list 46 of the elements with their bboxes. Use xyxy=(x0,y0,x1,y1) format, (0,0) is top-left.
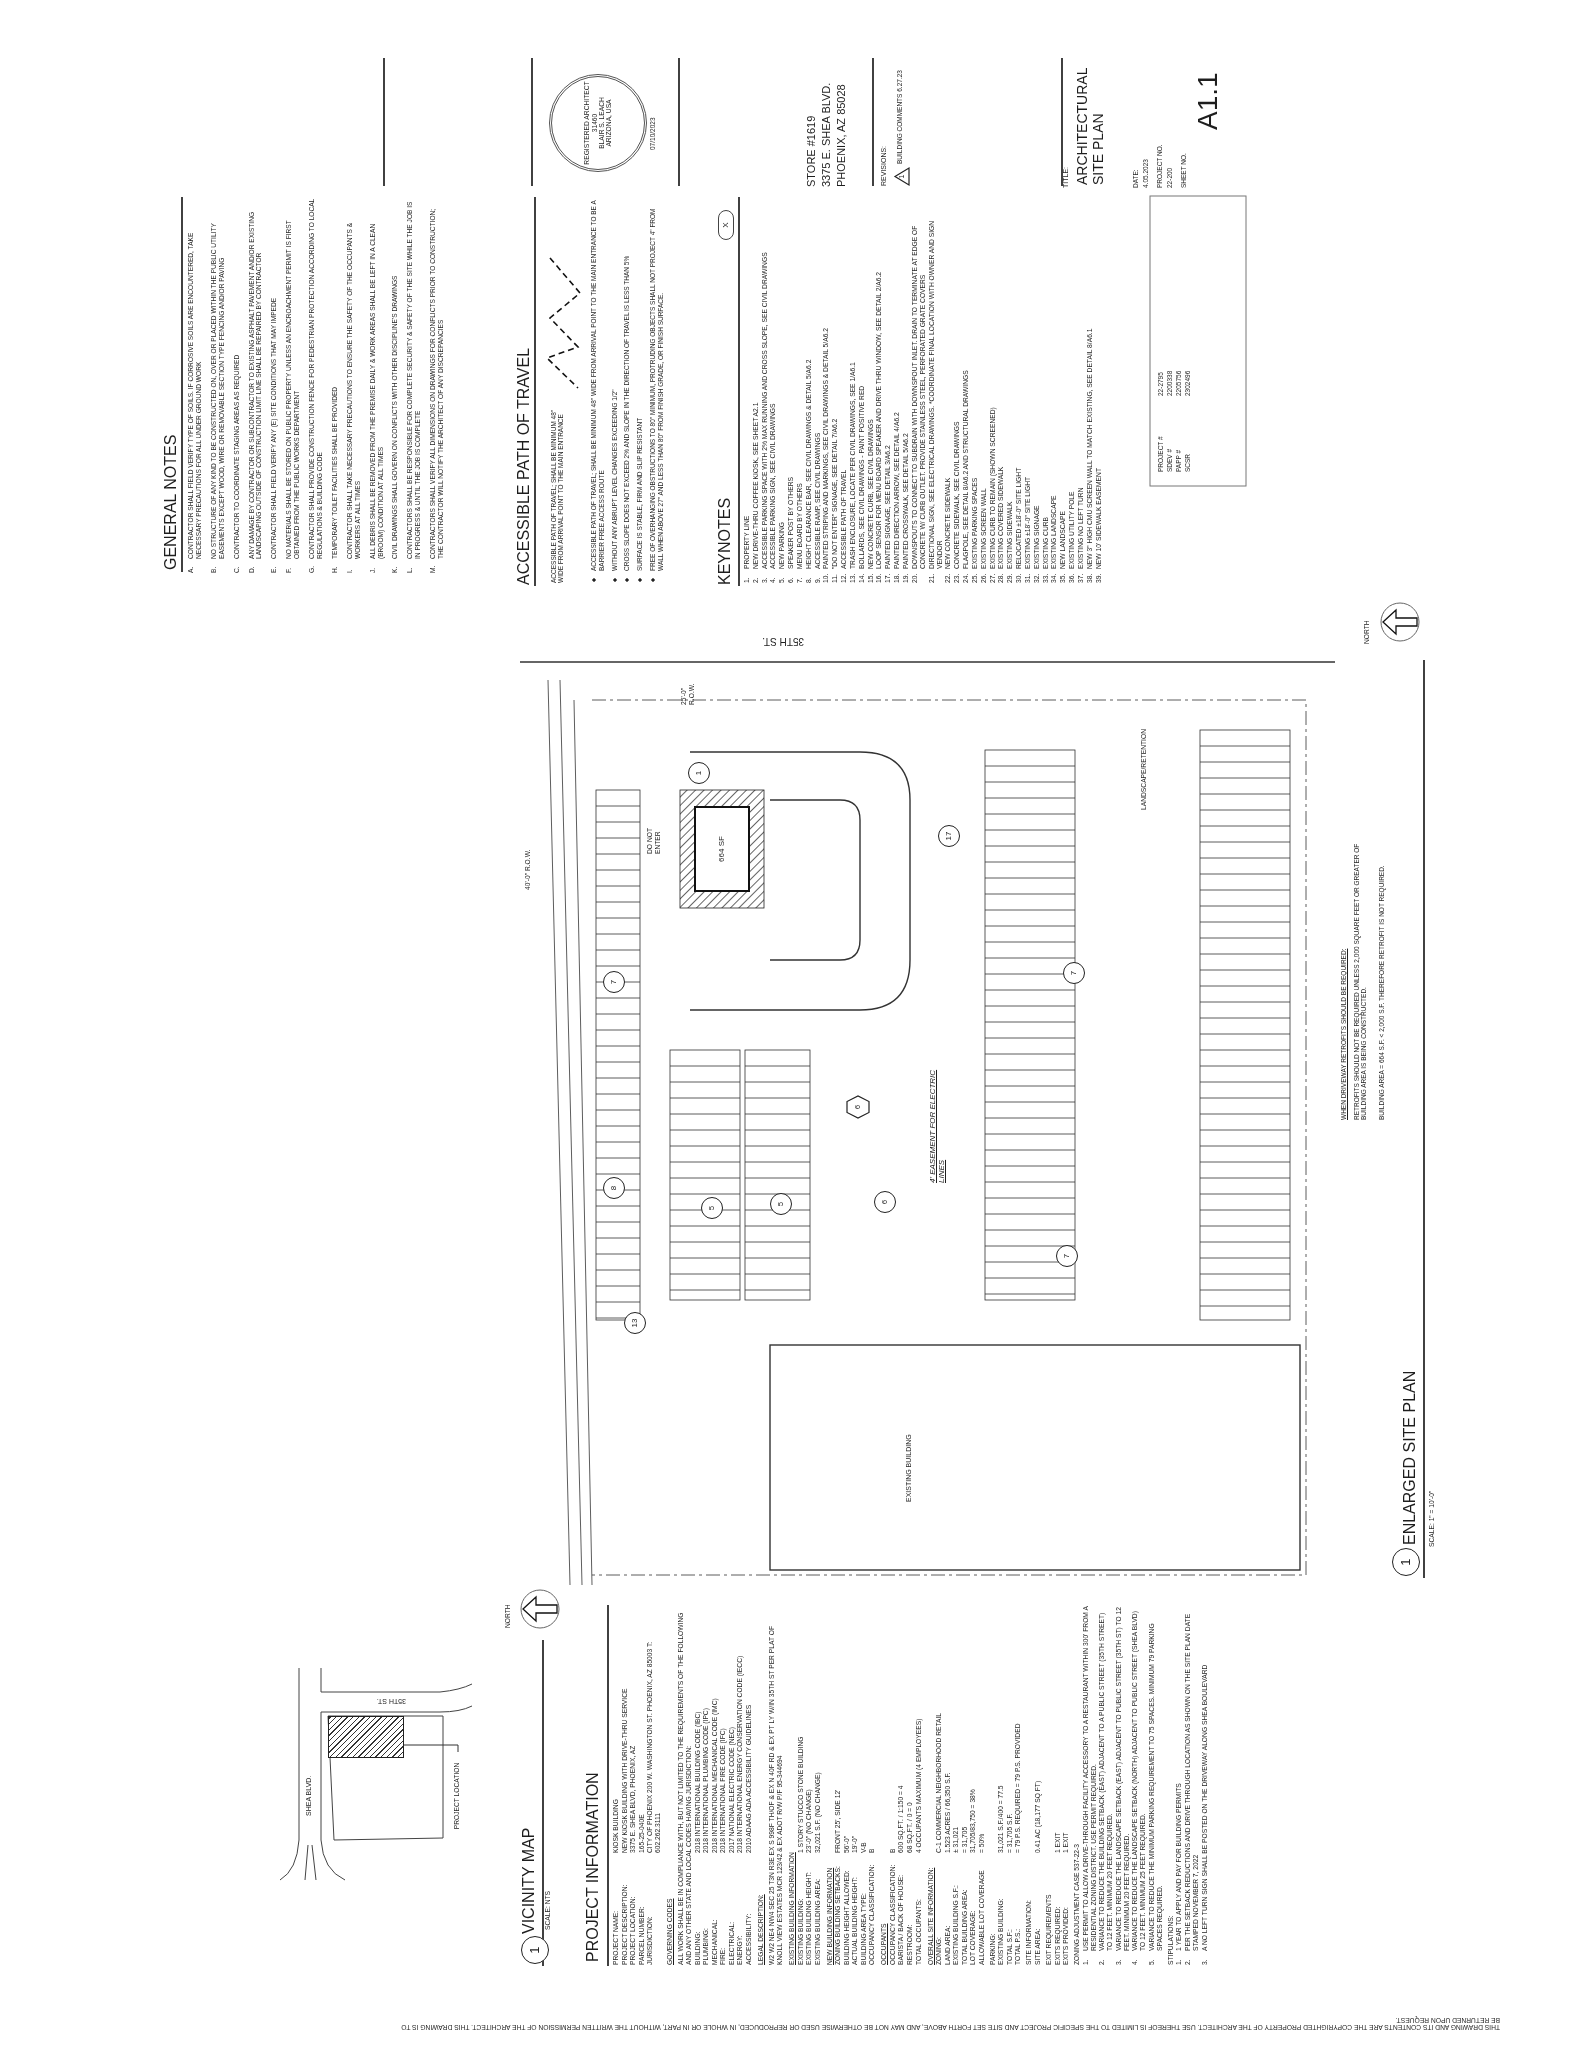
callout-number: 8 xyxy=(609,1185,619,1191)
leader-line xyxy=(403,1744,459,1753)
drawing-number xyxy=(521,1936,549,1964)
callout-number: 5 xyxy=(707,1205,717,1211)
keynote-callout xyxy=(701,1197,723,1219)
keynote-callout xyxy=(938,825,960,847)
easement-label: 4' EASEMENT FOR ELECTRIC LINES xyxy=(928,1068,947,1183)
callout-number: 7 xyxy=(609,979,619,985)
section-heading: KEYNOTES xyxy=(716,496,734,585)
keynote-callout xyxy=(624,1312,646,1334)
callout-number: 7 xyxy=(1062,1253,1072,1259)
keynote-callout xyxy=(770,1193,792,1215)
keynote-tag xyxy=(718,210,734,240)
callout-number: 17 xyxy=(944,831,954,841)
section-heading: GENERAL NOTES xyxy=(162,433,180,570)
store-address: PHOENIX, AZ 85028 xyxy=(835,83,848,187)
callout-number: 1 xyxy=(694,770,704,776)
revision-triangle xyxy=(895,168,909,185)
callout-number: 7 xyxy=(1069,970,1079,976)
section-heading: VICINITY MAP xyxy=(520,1826,538,1934)
callout-number: 5 xyxy=(776,1201,786,1207)
keynote-callout xyxy=(874,1191,896,1213)
street-name: 35TH ST. xyxy=(761,636,804,647)
keynote-callout xyxy=(603,1177,625,1199)
building-label: 664 SF xyxy=(717,836,727,862)
project-parcel xyxy=(328,1716,404,1758)
keynote-callout xyxy=(603,971,625,993)
keynote-callout xyxy=(847,1096,869,1118)
keynote-callout xyxy=(688,762,710,784)
keynote-callout xyxy=(1056,1245,1078,1267)
section-heading: PROJECT INFORMATION xyxy=(584,1772,602,1962)
store-number: STORE #1619 xyxy=(805,114,818,187)
sheet-number: A1.1 xyxy=(1192,71,1224,130)
callout-number: 1 xyxy=(527,1946,543,1954)
sheet-title: ARCHITECTURAL SITE PLAN xyxy=(1074,67,1107,185)
callout-number: X xyxy=(721,222,731,228)
callout-number: 13 xyxy=(630,1318,640,1328)
keynote-callout xyxy=(1063,962,1085,984)
callout-number: 6 xyxy=(880,1199,890,1205)
kiosk-building xyxy=(694,806,750,892)
callout-number: 6 xyxy=(853,1104,863,1110)
section-heading: ENLARGED SITE PLAN xyxy=(1401,1369,1419,1545)
drawing-number xyxy=(1392,1548,1420,1576)
callout-number: 1 xyxy=(1398,1558,1414,1566)
store-address: 3375 E. SHEA BLVD. xyxy=(820,81,833,187)
section-heading: ACCESSIBLE PATH OF TRAVEL xyxy=(515,346,533,585)
